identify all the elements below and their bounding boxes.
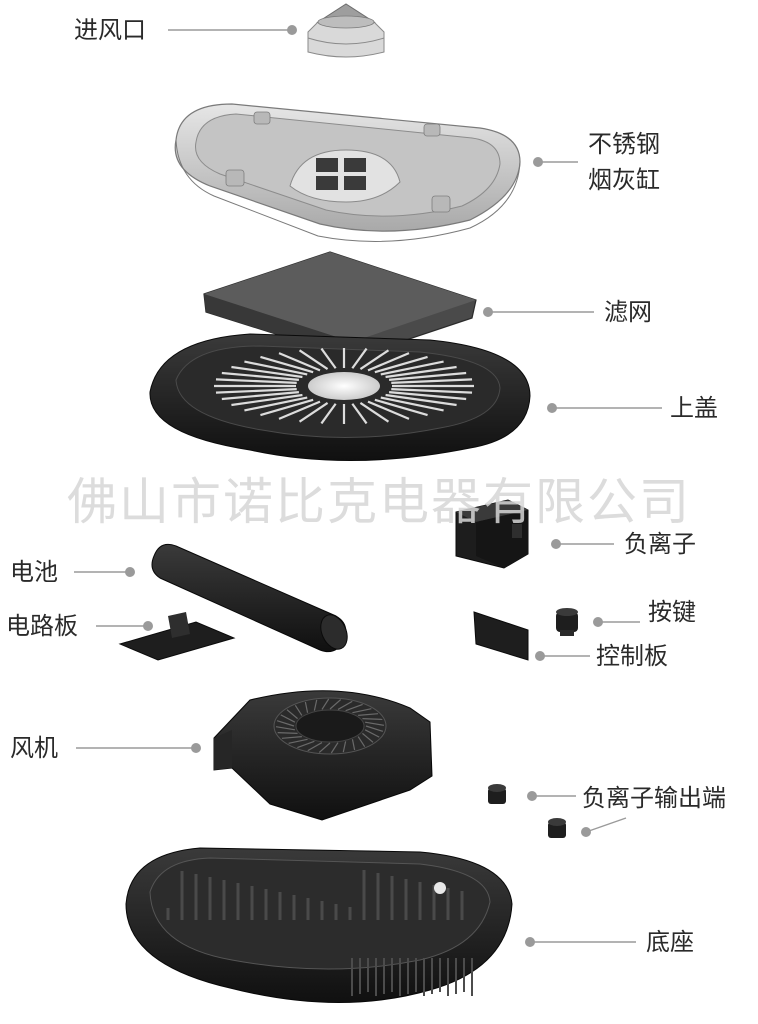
label-top-cover: 上盖 xyxy=(670,394,718,422)
vent-slot xyxy=(278,400,321,420)
vent-slot xyxy=(380,396,444,412)
fan-blade xyxy=(337,700,353,710)
battery-part xyxy=(151,543,348,653)
vent-slot xyxy=(231,365,303,379)
vent-slot xyxy=(391,388,473,394)
fan-part xyxy=(213,690,433,821)
base-internal-ribs xyxy=(166,870,464,920)
label-circuit-board: 电路板 xyxy=(6,612,78,640)
fan-blade xyxy=(318,742,331,753)
label-button: 按键 xyxy=(648,598,696,626)
fan-blade xyxy=(277,732,298,734)
label-filter: 滤网 xyxy=(604,298,652,326)
vent-slot xyxy=(215,388,297,394)
fan-blade xyxy=(330,742,339,754)
fan-blade xyxy=(281,736,302,739)
fan-blade xyxy=(364,729,380,738)
vent-slot xyxy=(374,398,428,417)
fan-blade xyxy=(280,714,296,723)
fan-blade xyxy=(345,703,363,712)
vent-slot xyxy=(244,360,308,376)
vent-slot xyxy=(231,393,303,407)
fan-blade xyxy=(288,738,308,744)
label-ashtray-line2: 烟灰缸 xyxy=(588,166,660,194)
fan-blade xyxy=(275,726,296,731)
fan-blade xyxy=(351,739,356,751)
vent-slot xyxy=(320,347,337,369)
top-cover-vents xyxy=(214,347,474,425)
fan-blade xyxy=(286,709,298,720)
vent-slot xyxy=(351,403,368,425)
label-base: 底座 xyxy=(646,928,694,956)
label-battery: 电池 xyxy=(10,558,58,586)
control-board-part xyxy=(473,611,529,661)
base-part xyxy=(125,847,513,1004)
vent-slot xyxy=(359,349,390,370)
label-negative-ion: 负离子 xyxy=(624,530,696,558)
vent-slot xyxy=(320,403,337,425)
vent-slot xyxy=(391,378,473,384)
fan-blade xyxy=(362,732,374,743)
vent-slot xyxy=(221,391,299,401)
vent-slot xyxy=(244,396,308,412)
vent-slot xyxy=(298,402,329,423)
fan-blade xyxy=(321,698,330,710)
top-cover-part xyxy=(149,333,531,462)
vent-slot xyxy=(380,360,444,376)
fan-blade xyxy=(313,699,318,711)
vent-slot xyxy=(298,349,329,370)
watermark-text: 佛山市诺比克电器有限公司 xyxy=(67,473,691,531)
fan-blade xyxy=(365,725,384,732)
vent-slot xyxy=(389,371,467,381)
air-inlet-part xyxy=(307,3,385,58)
label-ashtray-line1: 不锈钢 xyxy=(588,130,660,158)
fan-blade xyxy=(304,701,309,713)
fan-blade xyxy=(294,704,303,716)
vent-slot xyxy=(215,378,297,384)
fan-blade xyxy=(276,720,295,727)
fan-blade xyxy=(297,740,315,749)
vent-slot xyxy=(385,365,457,379)
button-part xyxy=(556,608,578,636)
stainless-ashtray-part xyxy=(174,103,521,242)
label-fan: 风机 xyxy=(10,734,58,762)
vent-slot xyxy=(367,400,410,420)
fan-blade xyxy=(364,721,385,726)
fan-blade xyxy=(329,699,342,710)
vent-slot xyxy=(359,402,390,423)
fan-blade xyxy=(352,708,372,714)
label-ion-output: 负离子输出端 xyxy=(582,784,726,812)
vent-slot xyxy=(374,355,428,374)
vent-slot xyxy=(389,391,467,401)
vent-slot xyxy=(385,393,457,407)
base-grille xyxy=(351,958,473,996)
vent-slot xyxy=(351,347,368,369)
fan-blade xyxy=(307,742,323,752)
label-control-board: 控制板 xyxy=(596,642,668,670)
vent-slot xyxy=(260,355,314,374)
vent-slot xyxy=(278,352,321,372)
vent-slot xyxy=(221,371,299,381)
circuit-board-part xyxy=(118,612,236,661)
label-air-inlet: 进风口 xyxy=(74,16,146,44)
negative-ion-part xyxy=(455,499,529,569)
fan-blade xyxy=(357,736,366,748)
fan-blades xyxy=(275,698,385,754)
vent-slot xyxy=(367,352,410,372)
fan-blade xyxy=(358,713,379,716)
fan-blade xyxy=(362,718,383,720)
fan-blade xyxy=(342,741,347,753)
vent-slot xyxy=(260,398,314,417)
ion-output-terminals-part xyxy=(488,784,566,838)
leader-lines xyxy=(74,25,662,947)
